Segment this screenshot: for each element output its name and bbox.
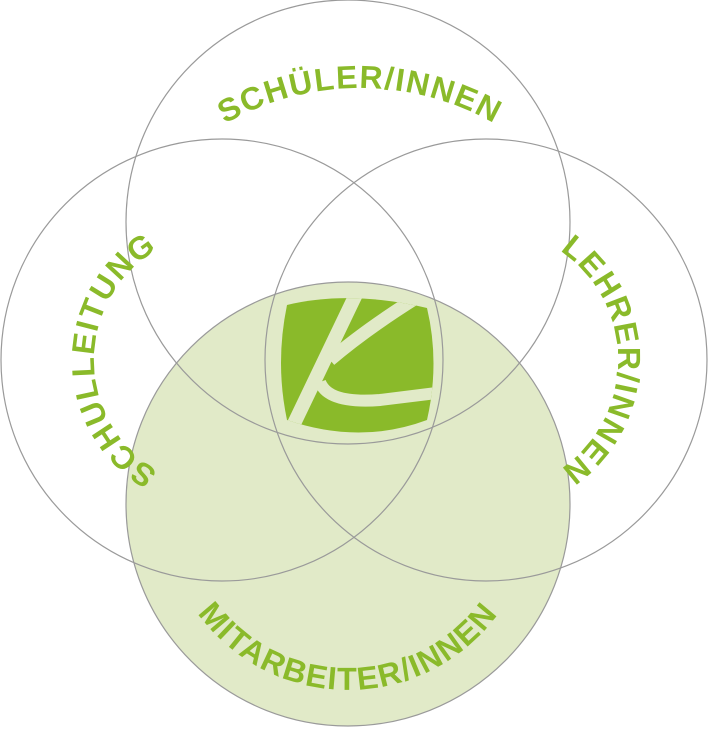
k-leaf-logo-icon: [281, 298, 434, 433]
label-right: LEHRER/INNEN: [556, 228, 647, 493]
label-top: SCHÜLER/INNEN: [211, 59, 508, 130]
circle-schulleitung: [0, 138, 444, 582]
circle-mitarbeiter: [125, 281, 571, 727]
circle-schueler: [125, 0, 571, 445]
circle-lehrer: [264, 138, 708, 582]
circle-mitarbeiter-fill: [126, 282, 570, 726]
